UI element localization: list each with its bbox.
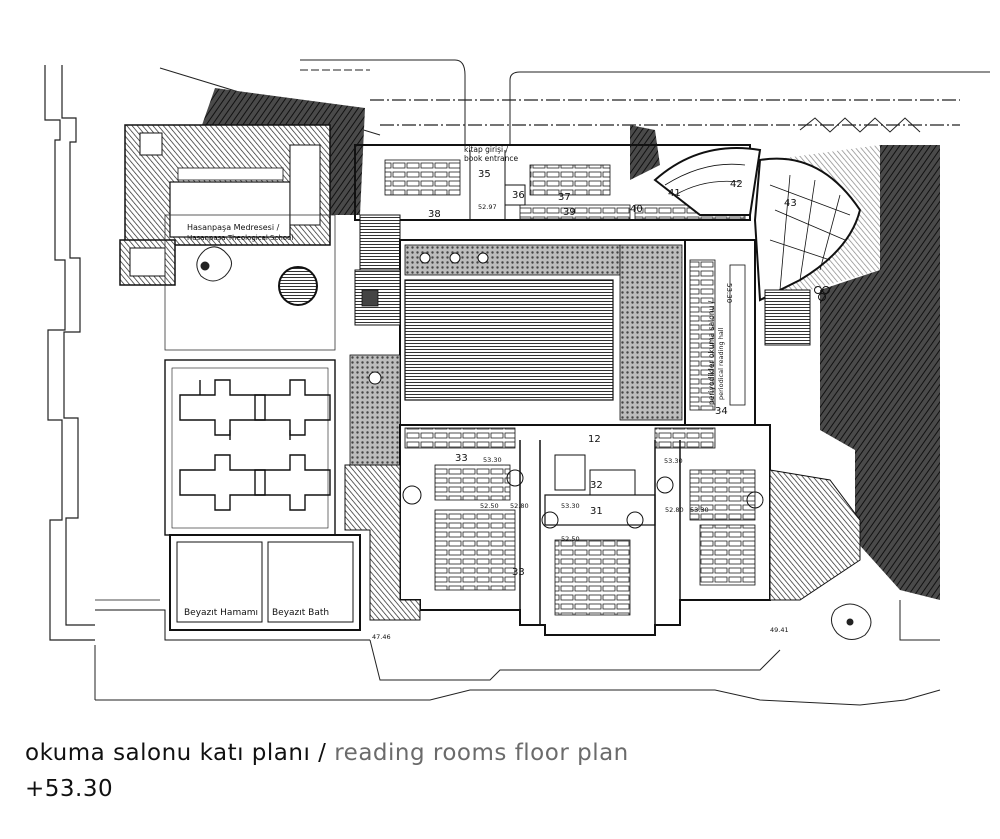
south-reading-block [399,424,771,636]
room-number-34: 34 [715,406,728,417]
tree-southeast [831,603,872,640]
room-number-37: 37 [558,192,571,203]
room-number-36: 36 [512,190,525,201]
elevation-marker: 53.30 [725,283,733,303]
plan-level: +53.30 [25,776,114,802]
room-number-31: 31 [590,506,603,517]
west-terrace [344,464,421,621]
label-book-entrance: book entrance [464,154,519,163]
medrese-building [119,124,331,286]
caption-title-tr: okuma salonu katı planı / [25,740,327,766]
elevation-marker: 52.80 [665,506,684,514]
central-courtyard [349,239,686,466]
room-number-41: 41 [668,188,681,199]
elevation-marker: 52.97 [478,203,497,211]
east-slope [820,145,940,600]
room-number-32: 32 [590,480,603,491]
room-number-12: 12 [588,434,601,445]
fan-auditorium [653,147,862,346]
tree-medrese [196,246,232,282]
elevation-marker: 53.30 [690,506,709,514]
elevation-marker: 53.30 [664,457,683,465]
room-number-43: 43 [784,198,797,209]
bath-building [95,534,370,641]
elevation-marker: 53.30 [561,502,580,510]
room-number-39: 39 [563,207,576,218]
top-road [159,59,990,145]
top-slope [195,88,365,215]
elevation-marker: 52.80 [510,502,529,510]
label-periodic-en: periodical reading hall [717,327,725,400]
room-number-33: 33 [455,453,468,464]
room-number-38: 38 [428,209,441,220]
room-number-42: 42 [730,179,743,190]
room-number-33b: 33 [512,567,525,578]
site-boundary [44,65,95,641]
east-terrace [769,469,861,601]
label-medrese-tr: Hasanpaşa Medresesi / [187,223,280,232]
label-kitap-girisi: kitap girişi / [464,145,508,154]
label-bath-en: Beyazıt Bath [272,608,329,618]
label-periodic-tr: periyodikler okuma salonu / [707,300,716,405]
elevation-marker: 53.30 [483,456,502,464]
elevation-marker: 52.50 [561,535,580,543]
round-well [278,266,318,306]
label-hamam-tr: Beyazıt Hamamı [184,608,258,618]
elevation-marker: 49.41 [770,626,789,634]
top-right-block [630,125,660,180]
caption-title-en: reading rooms floor plan [326,740,629,766]
plan-caption: okuma salonu katı planı / reading rooms … [25,740,629,766]
elevation-marker: 52.50 [480,502,499,510]
bottom-site-lines [94,600,941,706]
room-number-40: 40 [630,204,643,215]
room-number-35: 35 [478,169,491,180]
label-medrese-en: Hasanpaşa Theological School [187,234,293,242]
elevation-marker: 47.46 [372,633,391,641]
floor-plan-drawing: kitap girişi / book entrance Hasanpaşa M… [44,59,990,706]
bath-ruins [164,359,336,536]
courtyard-outline [164,214,336,351]
